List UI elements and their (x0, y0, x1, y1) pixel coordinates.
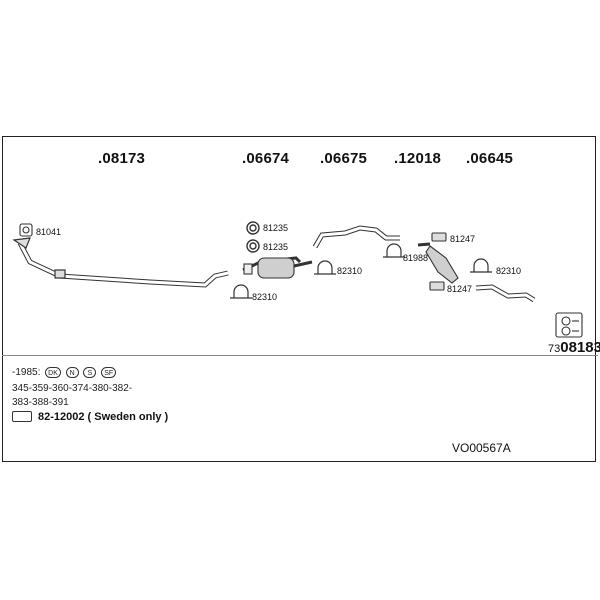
label-81247-a: 81247 (450, 234, 476, 244)
label-81247-b: 81247 (447, 284, 473, 294)
applicability-year-markets: -1985: DK N S SF (12, 367, 117, 379)
ring-81235-a-icon (246, 221, 260, 235)
hanger-81247-b-icon (429, 281, 445, 291)
diagram-code: VO00567A (452, 441, 511, 455)
part-number-4: .12018 (394, 150, 442, 167)
market-badge-dk: DK (45, 367, 61, 378)
label-81988: 81988 (403, 253, 429, 263)
market-badge-s: S (83, 367, 97, 378)
part-number-1: .08173 (98, 150, 146, 167)
models-line-1: 345-359-360-374-380-382- (12, 383, 133, 394)
kit-main-number: 08183 (560, 339, 600, 356)
label-81041: 81041 (36, 227, 62, 237)
clamp-82310-b-icon (314, 260, 336, 275)
rear-muffler-drawing (417, 242, 459, 284)
models-line-2: 383-388-391 (12, 397, 69, 408)
label-81235-a: 81235 (263, 223, 289, 233)
kit-number: 7308183 (548, 339, 600, 356)
year-text: -1985: (12, 367, 41, 379)
label-81235-b: 81235 (263, 242, 289, 252)
gasket-81988-icon (383, 243, 405, 258)
part-number-3: .06675 (320, 150, 368, 167)
reference-icon (12, 411, 32, 422)
reference-text: 82-12002 ( Sweden only ) (38, 411, 169, 423)
clamp-81041-icon (19, 223, 33, 237)
intermediate-pipe-drawing (312, 225, 400, 249)
ring-81235-b-icon (246, 239, 260, 253)
label-82310-b: 82310 (337, 266, 363, 276)
separator-line (2, 355, 598, 356)
hanger-81247-a-icon (431, 232, 447, 242)
market-badge-sf: SF (101, 367, 117, 378)
clamp-82310-c-icon (470, 258, 492, 273)
label-82310-a: 82310 (252, 292, 278, 302)
diagram-frame (2, 136, 596, 462)
label-82310-c: 82310 (496, 266, 522, 276)
front-pipe-drawing (12, 237, 229, 288)
front-muffler-drawing (242, 256, 313, 279)
part-number-2: .06674 (242, 150, 290, 167)
clamp-82310-a-icon (230, 284, 252, 299)
kit-prefix: 73 (548, 343, 561, 355)
market-badge-n: N (65, 367, 79, 378)
part-number-5: .06645 (466, 150, 514, 167)
tail-pipe-drawing (475, 284, 536, 303)
kit-symbol-icon (555, 312, 583, 338)
